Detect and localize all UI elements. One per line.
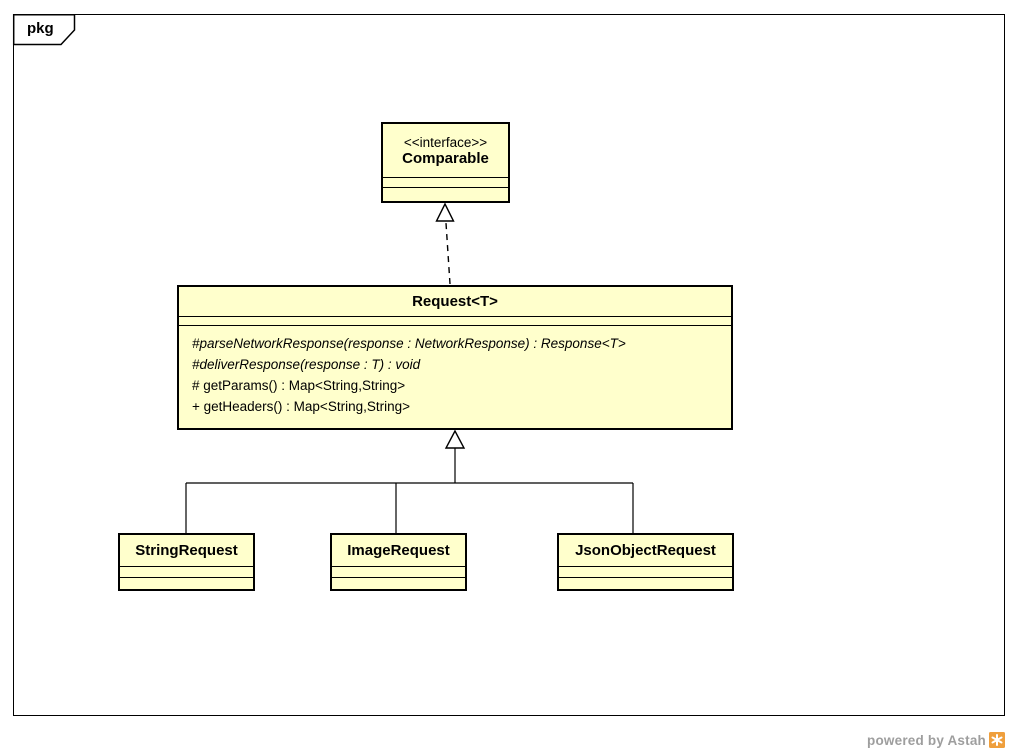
jsonobjectrequest-attributes-compartment: [559, 566, 732, 577]
request-method: #parseNetworkResponse(response : Network…: [192, 336, 626, 351]
realization-arrowhead: [435, 202, 455, 222]
request-attributes-compartment: [179, 316, 731, 325]
comparable-attributes-compartment: [383, 177, 508, 187]
interface-stereotype: <<interface>>: [403, 134, 488, 150]
class-stringrequest[interactable]: StringRequest: [118, 533, 255, 591]
class-imagerequest[interactable]: ImageRequest: [330, 533, 467, 591]
request-method: # getParams() : Map<String,String>: [192, 378, 406, 393]
request-operations-compartment: #parseNetworkResponse(response : Network…: [179, 325, 731, 428]
imagerequest-operations-compartment: [332, 577, 465, 589]
class-imagerequest-name: ImageRequest: [347, 542, 450, 559]
realization-comparable[interactable]: [435, 202, 455, 285]
class-stringrequest-name: StringRequest: [135, 542, 238, 559]
class-jsonobjectrequest[interactable]: JsonObjectRequest: [557, 533, 734, 591]
watermark-text: powered by Astah: [867, 732, 986, 748]
class-comparable-title: <<interface>> Comparable: [383, 124, 508, 177]
class-request[interactable]: Request<T> #parseNetworkResponse(respons…: [177, 285, 733, 430]
astah-logo-icon: [989, 732, 1005, 748]
class-comparable-name: Comparable: [402, 149, 489, 167]
watermark: powered by Astah: [867, 731, 1005, 749]
stringrequest-attributes-compartment: [120, 566, 253, 577]
jsonobjectrequest-operations-compartment: [559, 577, 732, 589]
class-request-name: Request<T>: [412, 293, 498, 310]
package-tab-label: pkg: [27, 20, 54, 37]
request-method: + getHeaders() : Map<String,String>: [192, 399, 410, 414]
imagerequest-attributes-compartment: [332, 566, 465, 577]
class-jsonobjectrequest-name: JsonObjectRequest: [575, 542, 716, 559]
package-tab: [12, 13, 76, 46]
stringrequest-operations-compartment: [120, 577, 253, 589]
generalization-arrowhead: [444, 429, 466, 449]
package-frame: [13, 14, 1005, 716]
comparable-operations-compartment: [383, 187, 508, 201]
class-comparable[interactable]: <<interface>> Comparable: [381, 122, 510, 203]
request-method: #deliverResponse(response : T) : void: [192, 357, 421, 372]
generalization-tree[interactable]: [185, 429, 634, 533]
